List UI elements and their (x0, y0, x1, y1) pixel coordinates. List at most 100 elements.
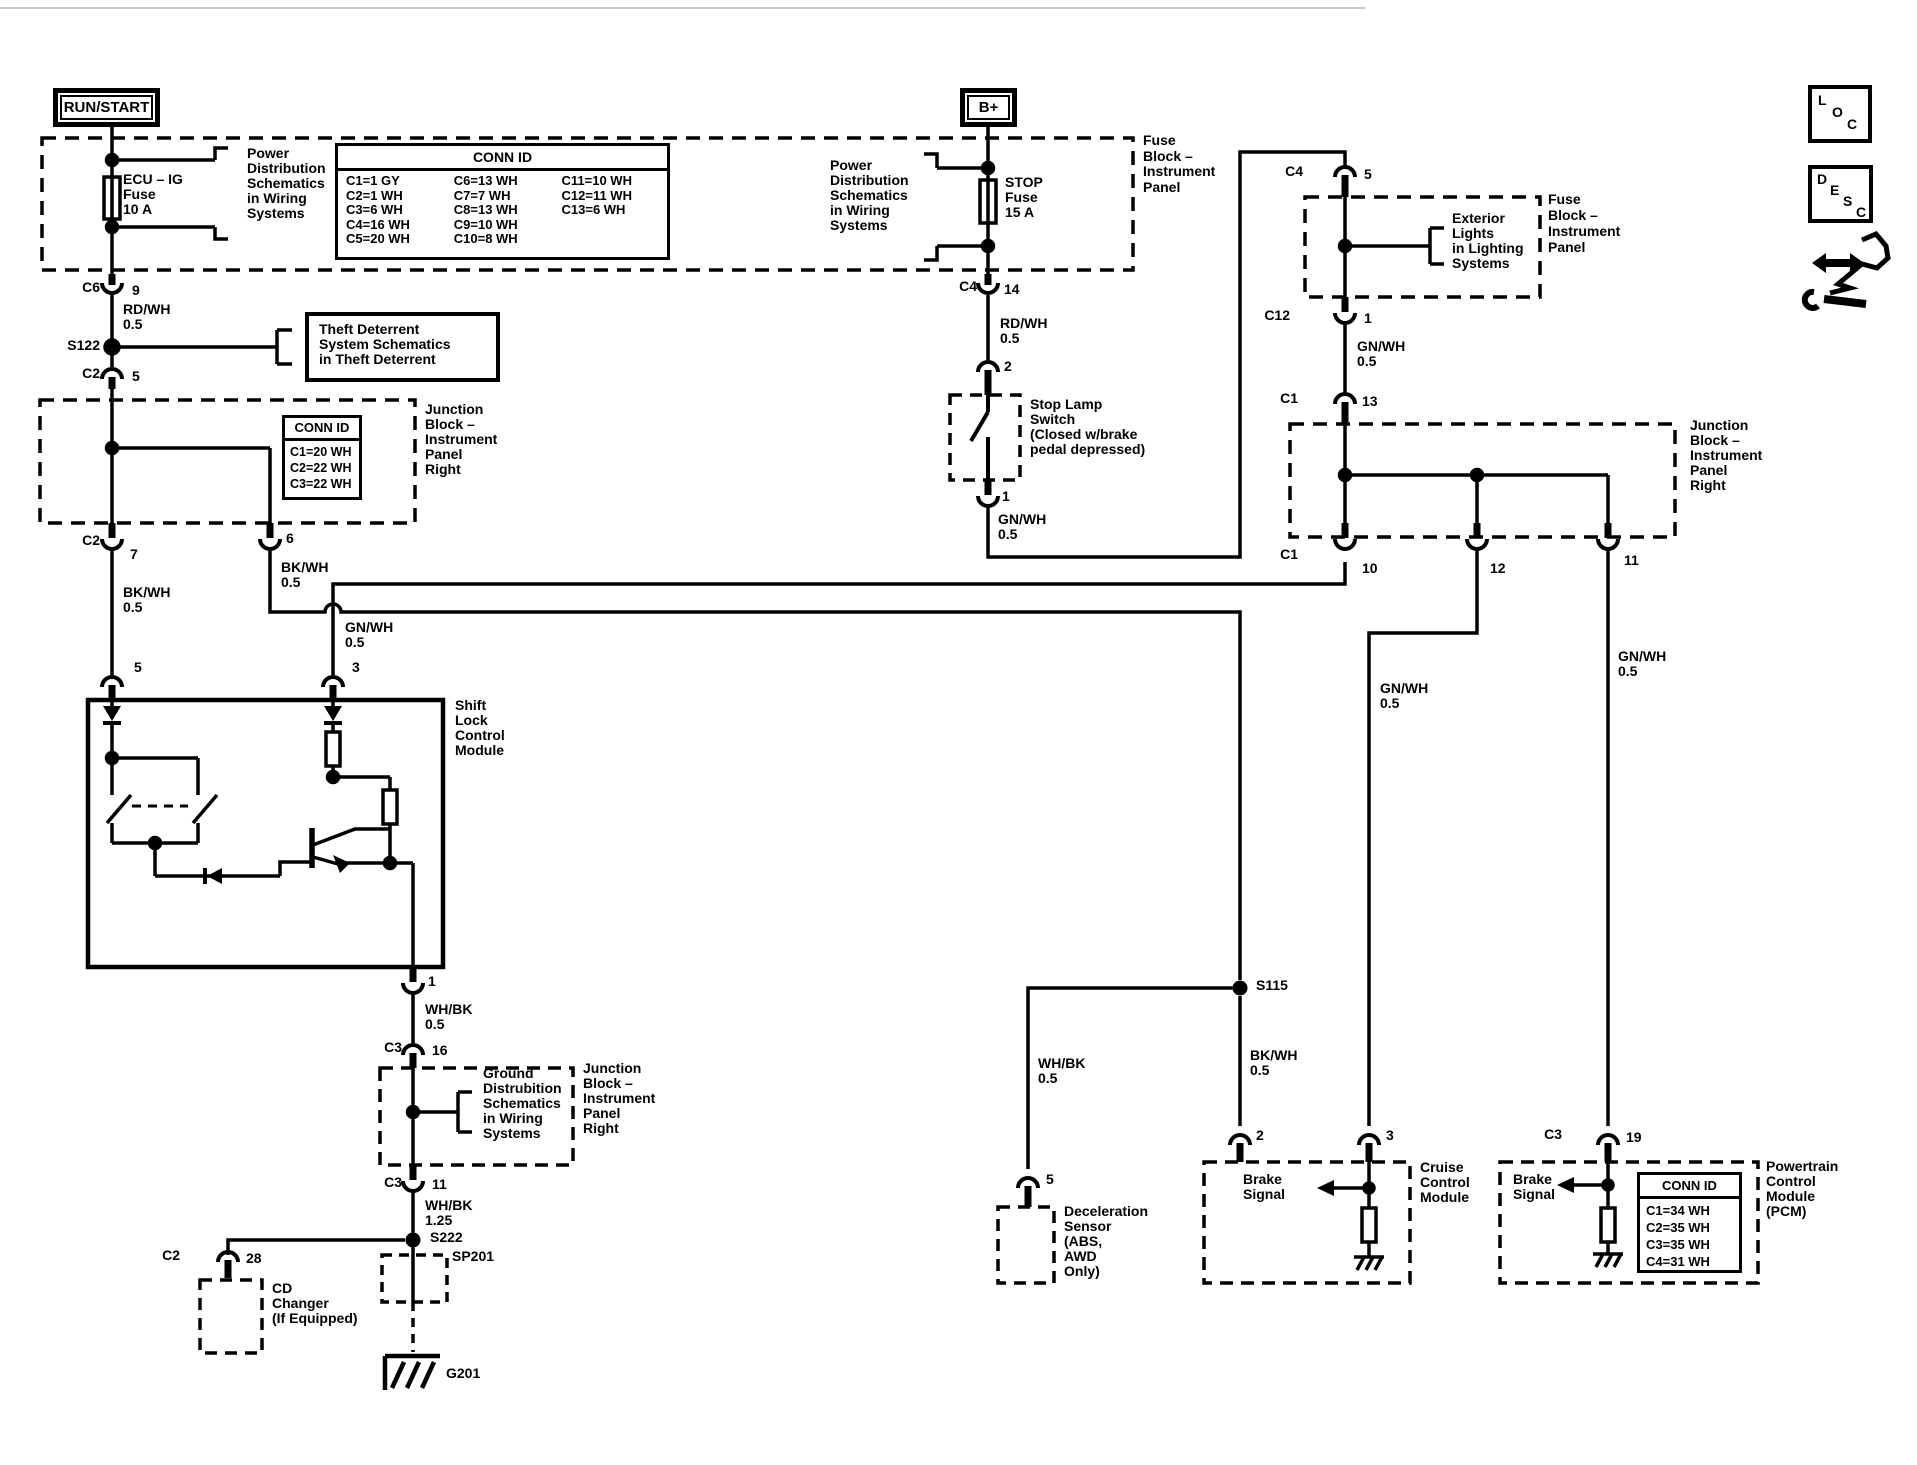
pin11b-label: 11 (1624, 552, 1639, 568)
c2-pin-label: 5 (132, 368, 140, 384)
transistor-emitter-arrow (333, 855, 350, 873)
conn-id-table-top: CONN ID C1=1 GY C2=1 WH C3=6 WH C4=16 WH… (335, 143, 670, 260)
decel-pin5-label: 5 (1046, 1171, 1054, 1187)
conn-id-rows-left: C1=20 WH C2=22 WH C3=22 WH (290, 445, 352, 491)
s122-label: S122 (67, 337, 100, 353)
pin19-label: 19 (1626, 1129, 1642, 1145)
cd-changer-label: CD Changer (If Equipped) (272, 1280, 358, 1326)
c12-label: C12 (1264, 307, 1290, 323)
splice-s122 (103, 338, 121, 356)
wire-whbk125-label: WH/BK 1.25 (425, 1197, 473, 1228)
pin5b-label: 5 (1364, 166, 1372, 182)
pin10-label: 10 (1362, 560, 1378, 576)
jl-c2-label: C2 (82, 532, 100, 548)
loc-button[interactable]: L O C (1808, 85, 1872, 143)
stop-lamp-switch-dashed-box (948, 393, 1022, 482)
desc-letter-d: D (1817, 171, 1828, 187)
transistor-base-lead (278, 860, 310, 876)
pcm-brake-signal-label: Brake Signal (1513, 1171, 1556, 1202)
bplus-box: B+ (960, 88, 1017, 127)
connector-pin3 (321, 675, 345, 700)
connector-pin1-switch (976, 480, 1000, 508)
diode-mid (207, 868, 222, 884)
pin11-label: 11 (432, 1176, 447, 1192)
connector-c1-13 (1333, 392, 1357, 424)
wire-gnwh-pin12 (1367, 549, 1479, 1126)
c12-pin1-label: 1 (1364, 310, 1372, 326)
pin5-label: 5 (134, 659, 142, 675)
pcm-label: Powertrain Control Module (PCM) (1766, 1158, 1839, 1219)
wrench-handle-icon (1823, 295, 1867, 308)
bplus-label: B+ (967, 95, 1010, 120)
c1-10-label: C1 (1280, 546, 1298, 562)
ground-dist-dashed-box (378, 1066, 575, 1167)
wire-whbk-label: WH/BK 0.5 (425, 1001, 473, 1032)
fuse-block-dashed-box (40, 136, 1135, 272)
decel-text: Deceleration Sensor (ABS, AWD Only) (1064, 1203, 1149, 1279)
wire-bkwh-long (268, 549, 1242, 980)
pin12-label: 12 (1490, 560, 1506, 576)
desc-letter-e: E (1830, 182, 1840, 198)
ground-dist-text: Ground Distrubition Schematics in Wiring… (483, 1065, 562, 1141)
connector-cruise-3 (1357, 1133, 1381, 1162)
navigate-icon[interactable] (1801, 230, 1891, 311)
ecu-fuse-label: ECU – IG Fuse 10 A (123, 171, 183, 217)
stop-fuse-label: STOP Fuse 15 A (1005, 174, 1043, 220)
cruise-pin3-label: 3 (1386, 1127, 1394, 1143)
c4-14-label: C4 (959, 278, 977, 294)
loc-letter-l: L (1818, 92, 1827, 108)
s222-label: S222 (430, 1229, 463, 1245)
conn-id-table-pcm: CONN ID C1=34 WH C2=35 WH C3=35 WH C4=31… (1637, 1172, 1742, 1273)
wire-gnwh-left-label: GN/WH 0.5 (345, 619, 394, 650)
wire-gnwh-pin10-pin3 (331, 562, 1347, 675)
connector-c12-1 (1333, 297, 1357, 325)
pin1-label: 1 (428, 973, 436, 989)
pointer-power-dist2-top (924, 152, 988, 170)
stop-fuse-symbol (978, 178, 998, 225)
junction-block-left-dashed-box (38, 398, 417, 525)
c4-5-label: C4 (1285, 163, 1303, 179)
loc-letter-o: O (1832, 104, 1843, 120)
wire-gnwh3-label: GN/WH 0.5 (1357, 338, 1406, 369)
fuse-block-right-dashed-box (1303, 195, 1542, 299)
desc-button[interactable]: D E S C (1808, 165, 1873, 223)
wire-bkwh2-label: BK/WH 0.5 (1250, 1047, 1298, 1078)
pointer-theft-deterrent (120, 328, 292, 366)
wire-gnwh2-label: GN/WH 0.5 (998, 511, 1047, 542)
desc-letter-s: S (1843, 193, 1853, 209)
diode-right (324, 706, 342, 721)
ecu-ig-fuse-symbol (102, 175, 122, 221)
pin13-label: 13 (1362, 393, 1378, 409)
connector-c4-5 (1333, 165, 1357, 197)
conn-id-title-pcm: CONN ID (1640, 1175, 1739, 1199)
wire-whbk-decel (1026, 986, 1233, 1169)
resistor-collector (381, 788, 399, 826)
junction-left-label: Junction Block – Instrument Panel Right (425, 401, 498, 477)
connector-c4-14 (976, 274, 1000, 295)
ground-dist-jb-label: Junction Block – Instrument Panel Right (583, 1060, 656, 1136)
conn-id-title-left: CONN ID (285, 418, 359, 441)
cruise-brake-signal-label: Brake Signal (1243, 1171, 1286, 1202)
junction-right-label: Junction Block – Instrument Panel Right (1690, 417, 1763, 493)
loc-letter-c: C (1847, 116, 1858, 132)
transistor-collector (312, 827, 390, 847)
pin2-label: 2 (1004, 358, 1012, 374)
junction-block-right-dashed-box (1288, 422, 1677, 539)
switch-blade (969, 410, 990, 443)
splice-s115 (1232, 980, 1248, 996)
power-dist-label: Power Distribution Schematics in Wiring … (247, 145, 326, 221)
conn-id-title: CONN ID (338, 146, 667, 171)
exterior-lights-label: Exterior Lights in Lighting Systems (1452, 210, 1524, 271)
shift-lock-label: Shift Lock Control Module (455, 697, 505, 758)
c2-28-label: C2 (162, 1247, 180, 1263)
connector-c3-11 (401, 1165, 425, 1193)
theft-deterrent-box: Theft Deterrent System Schematics in The… (305, 312, 500, 382)
connector-c1-10 (1333, 523, 1357, 551)
conn-id-col3: C11=10 WH C12=11 WH C13=6 WH (561, 173, 632, 217)
wire-rdwh-label: RD/WH 0.5 (123, 301, 171, 332)
transistor-emitter (312, 855, 339, 866)
switch-right (191, 758, 219, 843)
power-dist2-label: Power Distribution Schematics in Wiring … (830, 157, 909, 233)
